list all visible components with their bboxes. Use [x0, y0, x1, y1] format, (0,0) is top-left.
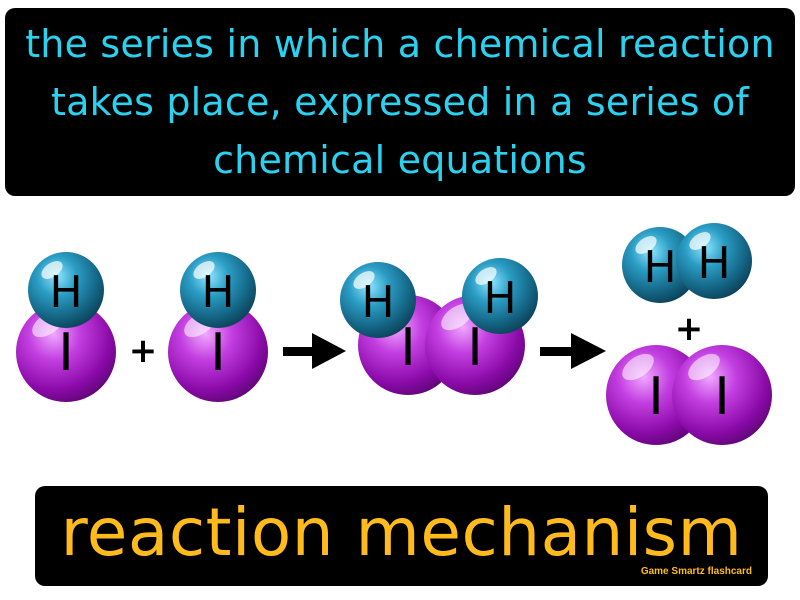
definition-panel: the series in which a chemical reaction …: [5, 8, 795, 196]
molecule-hi-1: I H: [16, 252, 116, 402]
hydrogen-atom: H: [180, 252, 256, 328]
hydrogen-atom: H: [676, 223, 752, 299]
hydrogen-label: H: [643, 242, 676, 293]
term-title: reaction mechanism: [60, 494, 743, 571]
plus-sign: +: [675, 309, 704, 349]
hydrogen-atom: H: [622, 227, 698, 303]
hydrogen-atom: H: [340, 262, 416, 338]
hydrogen-label: H: [361, 277, 394, 328]
hydrogen-atom: H: [462, 258, 538, 334]
molecule-hi-2: I H: [168, 252, 268, 402]
iodine-label: I: [648, 367, 663, 427]
reaction-arrow-2: [540, 333, 606, 369]
hydrogen-atom: H: [28, 252, 104, 328]
iodine-label: I: [714, 367, 729, 427]
definition-text: the series in which a chemical reaction …: [25, 22, 775, 182]
credit-text: Game Smartz flashcard: [640, 566, 752, 577]
intermediate-complex: I I H H: [340, 258, 538, 395]
reaction-arrow-1: [283, 333, 346, 369]
product-h2: H H: [622, 223, 752, 303]
iodine-atom: I: [672, 345, 772, 445]
iodine-label: I: [210, 323, 225, 383]
iodine-label: I: [58, 323, 73, 383]
hydrogen-label: H: [483, 273, 516, 324]
product-i2: I I: [606, 345, 772, 445]
term-panel: reaction mechanism: [35, 486, 768, 586]
iodine-label: I: [467, 318, 482, 378]
hydrogen-label: H: [697, 238, 730, 289]
hydrogen-label: H: [49, 267, 82, 318]
reaction-diagram: I H + I H I: [16, 223, 772, 445]
hydrogen-label: H: [201, 267, 234, 318]
plus-sign: +: [129, 331, 158, 371]
iodine-label: I: [400, 318, 415, 378]
